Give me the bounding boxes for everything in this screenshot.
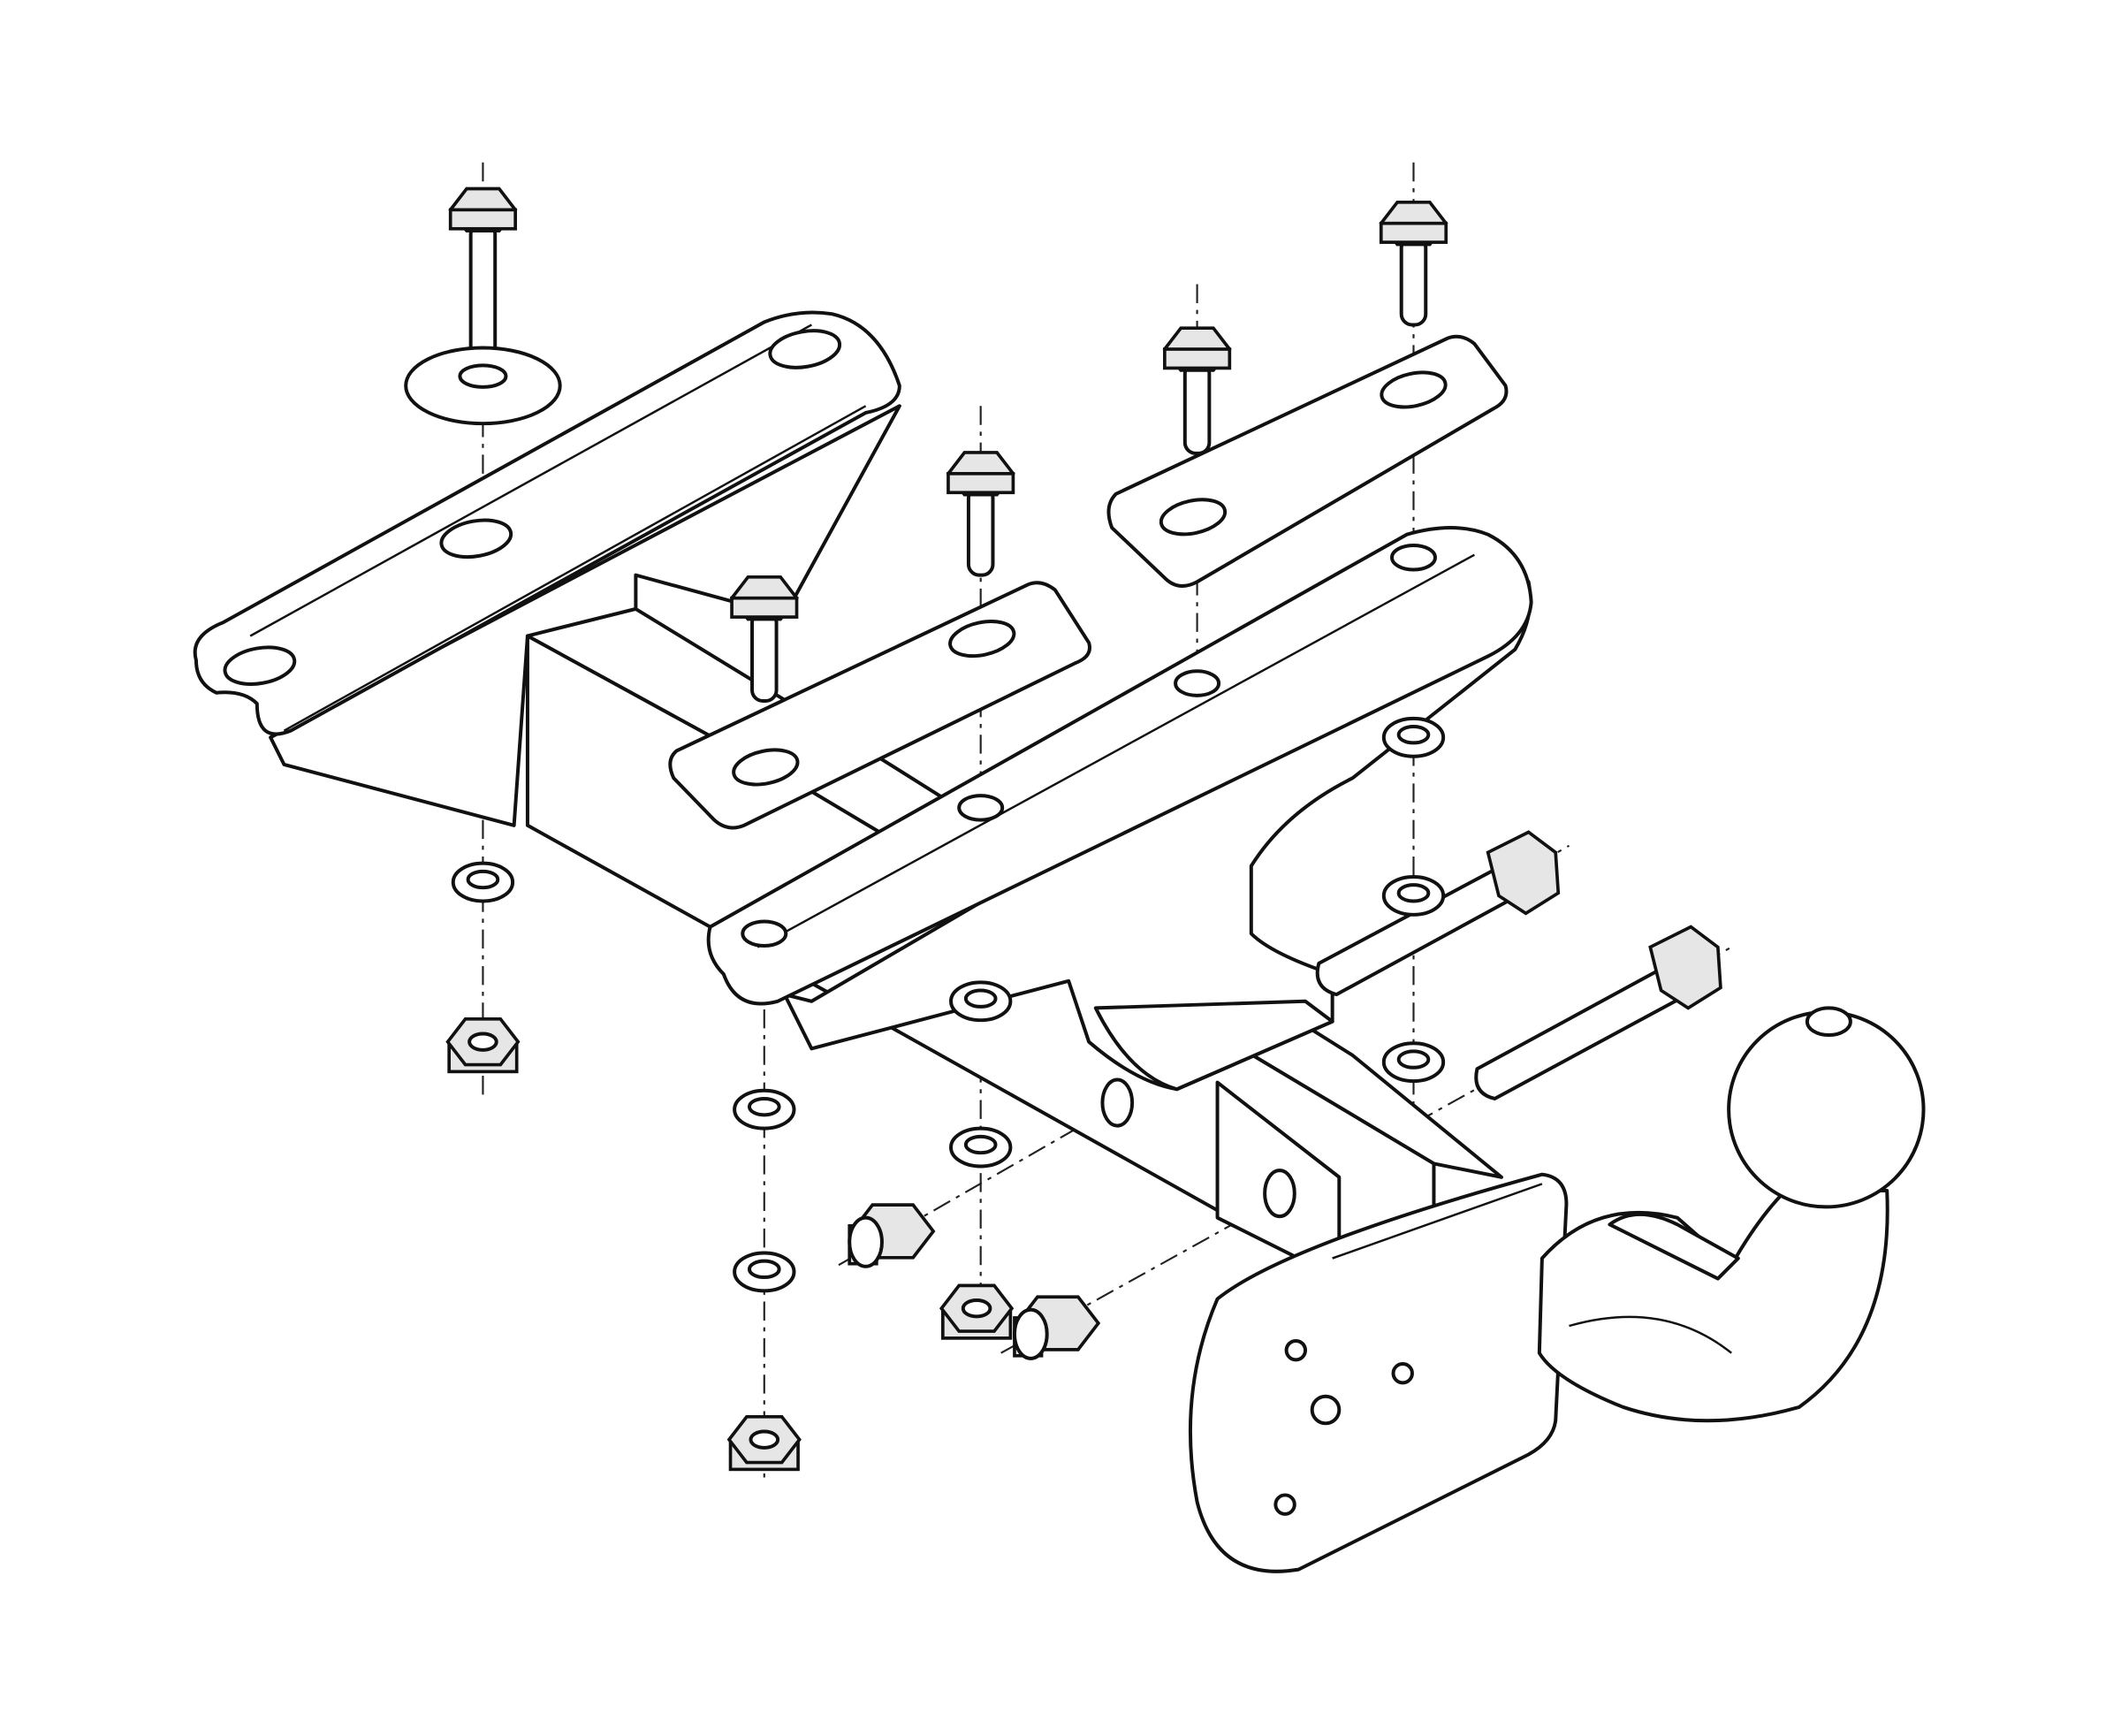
- washer: [1381, 1041, 1446, 1084]
- horizontal-bolt-lower: [1474, 925, 1722, 1100]
- clamp-plate-front: [668, 581, 1091, 830]
- washer: [949, 980, 1013, 1023]
- horizontal-bolt-upper: [1315, 830, 1561, 997]
- hex-bolt: [729, 575, 799, 703]
- hex-bolt: [448, 187, 518, 375]
- hex-nut: [726, 1414, 802, 1472]
- hex-nut: [445, 1016, 521, 1074]
- washer: [949, 1126, 1013, 1169]
- hex-nut: [939, 1283, 1015, 1340]
- washer: [733, 1088, 796, 1131]
- tow-ball-neck: [1537, 1006, 1926, 1423]
- clamp-plate-rear: [1106, 334, 1509, 588]
- large-washer: [404, 346, 562, 426]
- washers-and-nuts: [445, 716, 1446, 1472]
- washer: [1381, 874, 1446, 917]
- washer: [1381, 716, 1446, 758]
- washer: [451, 861, 515, 903]
- tow-ball: [1727, 1010, 1926, 1209]
- ball-mount-plate: [1188, 1172, 1569, 1573]
- castle-nut: [848, 1203, 936, 1268]
- left-mounting-bracket: [193, 310, 901, 827]
- hex-bolt: [1379, 200, 1448, 327]
- hex-bolt: [1162, 326, 1232, 455]
- hex-bolt: [946, 451, 1015, 577]
- right-mounting-bracket: [706, 526, 1533, 1092]
- washer: [733, 1251, 796, 1293]
- vertical-bolts: [404, 187, 1448, 703]
- castle-nut: [1012, 1295, 1101, 1360]
